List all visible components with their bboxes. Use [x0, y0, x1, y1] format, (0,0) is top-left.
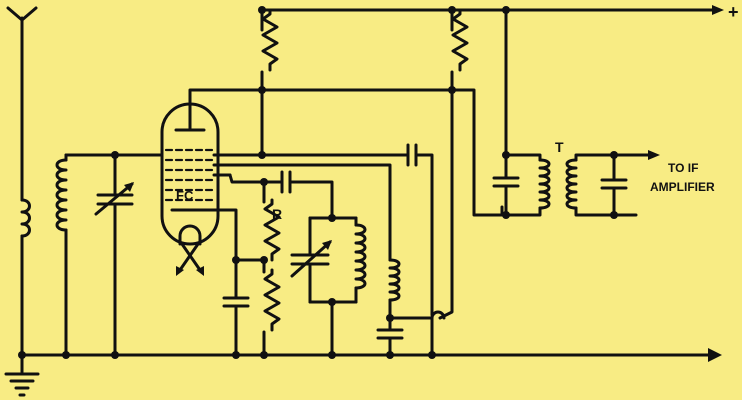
anode-resistor [260, 8, 279, 92]
node [232, 351, 240, 359]
reaction-capacitor [376, 316, 404, 357]
valve-label: FC [176, 188, 194, 203]
b-plus-arrow-icon [712, 5, 724, 15]
input-coil [55, 153, 68, 357]
antenna-icon [6, 6, 38, 202]
ground-icon [4, 372, 40, 397]
node [18, 351, 26, 359]
resistor-label: R [272, 206, 282, 222]
node [62, 351, 70, 359]
osc-feed-wire [438, 88, 454, 320]
reaction-coil [388, 258, 401, 320]
node [111, 351, 119, 359]
antenna-coil [20, 198, 31, 374]
node [260, 256, 268, 264]
anode-wire [188, 88, 504, 217]
heater-arrow-icon [196, 266, 204, 276]
heater-arrow-icon [176, 266, 184, 276]
oscillator-anode-resistor [450, 8, 469, 92]
to-if-label: TO IF [668, 161, 698, 175]
cathode-resistor [262, 258, 281, 357]
cathode-bypass-capacitor [222, 258, 250, 357]
cathode-wire [188, 208, 238, 262]
node [428, 351, 436, 359]
node [386, 351, 394, 359]
grid-leak-resistor-r: R [262, 180, 282, 262]
transformer-label: T [555, 139, 564, 155]
amplifier-label: AMPLIFIER [650, 180, 715, 194]
coupling-capacitor-top [394, 143, 434, 317]
node [328, 351, 336, 359]
grid-capacitor [280, 170, 334, 220]
node [258, 6, 266, 14]
output-arrow-icon [648, 150, 660, 160]
ground-rail-arrow-icon [708, 348, 722, 362]
heater [178, 224, 202, 246]
frequency-changer-valve: FC [160, 102, 220, 276]
node [448, 6, 456, 14]
plus-label: + [728, 2, 739, 22]
osc-grid-wire [228, 173, 284, 184]
crossover [430, 310, 446, 320]
osc-anode-wire [228, 163, 392, 262]
oscillator-tank [290, 214, 367, 357]
input-variable-capacitor [94, 153, 134, 357]
if-transformer: T [492, 6, 660, 219]
node [260, 351, 268, 359]
